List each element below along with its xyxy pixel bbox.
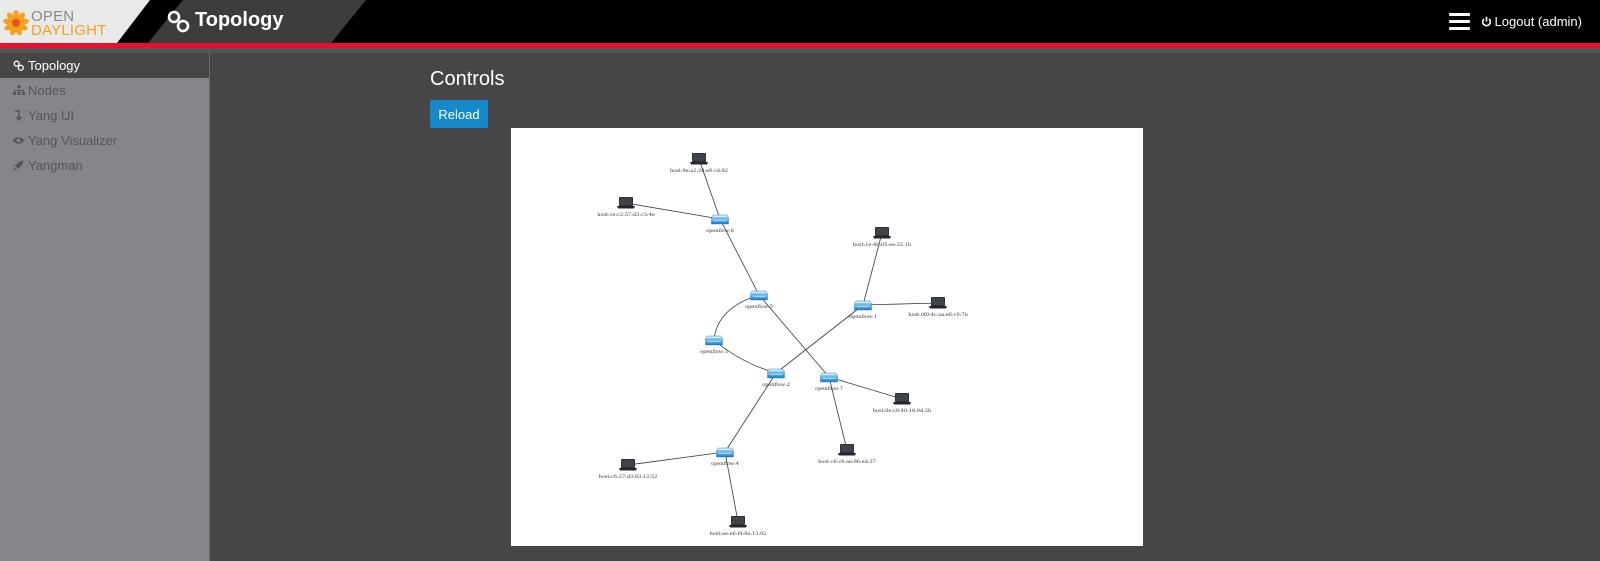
host-node[interactable]: host:c6:27:d3:83:12:52 (599, 459, 658, 480)
logout-button[interactable]: Logout (admin) (1481, 14, 1582, 29)
switch-label: openflow:4 (711, 461, 739, 467)
switch-label: openflow:5 (745, 304, 773, 310)
opendaylight-flower-icon (3, 10, 29, 36)
sidebar-item-yangman[interactable]: Yangman (0, 153, 209, 178)
host-label: host:0e:c8:40:16:9d:2b (873, 408, 932, 414)
host-node[interactable]: host:ce:c2:57:d3:c3:4e (597, 197, 655, 218)
host-label: host:9e:a2:28:e6:cd:82 (670, 168, 728, 174)
host-node[interactable]: host:c6:c9:ae:96:ed:37 (818, 444, 876, 465)
host-label: host:ae:e6:f4:8e:13:02 (710, 531, 767, 537)
host-node[interactable]: host:ae:e6:f4:8e:13:02 (710, 516, 767, 537)
host-node[interactable]: host:1e:4b:05:ee:32:1b (853, 227, 911, 248)
reload-button[interactable]: Reload (430, 100, 488, 128)
switch-label: openflow:1 (849, 314, 877, 320)
host-label: host:c6:27:d3:83:12:52 (599, 474, 658, 480)
power-icon (1481, 16, 1491, 27)
subheader-bar (0, 48, 1600, 53)
sidebar-item-yang-ui[interactable]: Yang UI (0, 103, 209, 128)
switch-label: openflow:3 (700, 349, 728, 355)
brand-logo[interactable]: OPEN DAYLIGHT (0, 0, 150, 43)
hamburger-menu-icon[interactable] (1449, 13, 1470, 30)
sidebar-item-yang-visualizer[interactable]: Yang Visualizer (0, 128, 209, 153)
host-label: host:0f0:4c:aa:e6:c0:7b (908, 312, 968, 318)
brand-text-daylight: DAYLIGHT (31, 22, 107, 39)
sidebar-item-topology[interactable]: Topology (0, 53, 209, 78)
switch-label: openflow:2 (762, 382, 790, 388)
sidebar: Topology Nodes Yang UI Yang Visualizer Y… (0, 53, 210, 561)
sidebar-item-label: Yang Visualizer (28, 133, 118, 148)
accent-bar (0, 43, 1600, 48)
switch-node[interactable]: openflow:7 (815, 372, 843, 392)
host-label: host:ce:c2:57:d3:c3:4e (597, 212, 655, 218)
topology-icon (12, 59, 25, 72)
switch-node[interactable]: openflow:3 (700, 335, 728, 355)
host-node[interactable]: host:0e:c8:40:16:9d:2b (873, 393, 932, 414)
switch-node[interactable]: openflow:4 (711, 447, 739, 467)
rocket-icon (12, 159, 25, 172)
sidebar-item-label: Topology (28, 58, 81, 73)
host-node[interactable]: host:9e:a2:28:e6:cd:82 (670, 153, 728, 174)
controls-heading: Controls (430, 68, 505, 90)
topology-canvas[interactable]: openflow:6 openflow:5 openflow:3 openflo… (511, 128, 1143, 546)
top-navbar: OPEN DAYLIGHT Topology Logout (admin) (0, 0, 1600, 43)
switch-label: openflow:7 (815, 386, 843, 392)
page-title: Topology (195, 9, 284, 31)
links (625, 158, 939, 523)
sidebar-item-label: Nodes (28, 83, 66, 98)
logout-label: Logout (admin) (1494, 14, 1582, 29)
eye-icon (12, 134, 25, 147)
brand-text-open: OPEN (31, 8, 75, 25)
topology-icon (167, 10, 190, 33)
host-label: host:c6:c9:ae:96:ed:37 (818, 459, 876, 465)
switch-node[interactable]: openflow:5 (745, 290, 773, 310)
sitemap-icon (12, 84, 25, 97)
sidebar-item-label: Yangman (28, 158, 83, 173)
switch-node[interactable]: openflow:6 (706, 214, 734, 234)
topology-graph[interactable]: openflow:6 openflow:5 openflow:3 openflo… (511, 128, 1143, 546)
switch-node[interactable]: openflow:2 (762, 368, 790, 388)
switch-label: openflow:6 (706, 228, 734, 234)
sidebar-item-label: Yang UI (28, 108, 75, 123)
sidebar-item-nodes[interactable]: Nodes (0, 78, 209, 103)
host-node[interactable]: host:0f0:4c:aa:e6:c0:7b (908, 297, 968, 318)
switch-node[interactable]: openflow:1 (849, 300, 877, 320)
level-down-icon (12, 109, 25, 122)
host-label: host:1e:4b:05:ee:32:1b (853, 242, 911, 248)
